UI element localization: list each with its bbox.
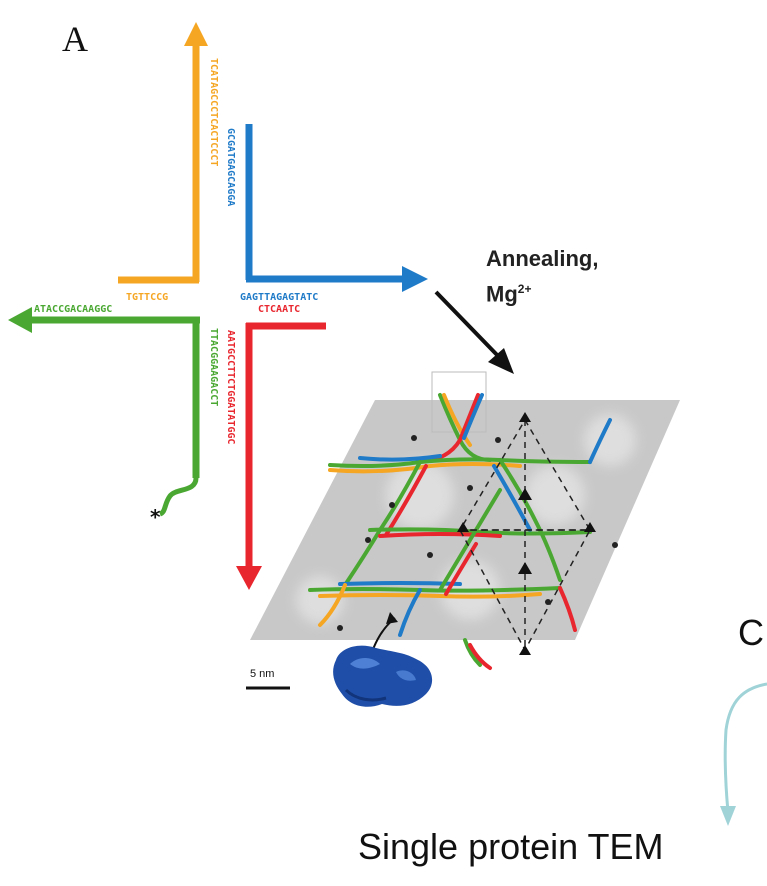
green-seq-vertical: TTACGGAAGACCT [208, 328, 219, 406]
teal-curved-arrow [720, 682, 767, 826]
panel-label-a: A [62, 19, 88, 59]
green-seq-horizontal: ATACCGACAAGGC [34, 304, 112, 315]
triangle-markers [457, 412, 596, 655]
protein-icon [333, 645, 433, 707]
red-strand [236, 322, 326, 590]
helix-network [308, 393, 612, 670]
green-arrowhead [8, 307, 32, 333]
orange-seq-vertical: TCATAGCCCTCACTCCCT [208, 58, 219, 166]
annealing-line2: Mg2+ [486, 274, 598, 309]
annealing-arrow [434, 290, 514, 374]
red-seq-vertical: AATGCCTTCTGGATATGGC [225, 330, 236, 444]
blue-arrowhead [402, 266, 428, 292]
scale-bar-label: 5 nm [250, 668, 275, 680]
red-seq-horizontal: CTCAATC [258, 304, 300, 315]
dot-markers [337, 435, 618, 631]
annealing-line1: Annealing, [486, 246, 599, 271]
dna-lattice [250, 371, 680, 670]
asterisk-marker: * [150, 505, 161, 529]
dashed-unit-cell [458, 418, 592, 652]
blue-strand [245, 124, 428, 292]
annealing-mg: Mg [486, 281, 518, 307]
orange-seq-horizontal: TGTTCCG [126, 292, 168, 303]
orange-arrowhead [184, 22, 208, 46]
green-strand: * [8, 307, 200, 529]
blue-seq-horizontal: GAGTTAGAGTATC [240, 292, 318, 303]
annealing-superscript: 2+ [517, 282, 532, 296]
caption-single-protein-tem: Single protein TEM [358, 826, 664, 867]
orange-strand [118, 22, 208, 284]
partial-panel-label: C [738, 612, 764, 653]
annealing-label: Annealing, Mg2+ [486, 244, 598, 309]
blue-seq-vertical: GCGATGAGCAGGA [225, 128, 236, 206]
red-arrowhead [236, 566, 262, 590]
